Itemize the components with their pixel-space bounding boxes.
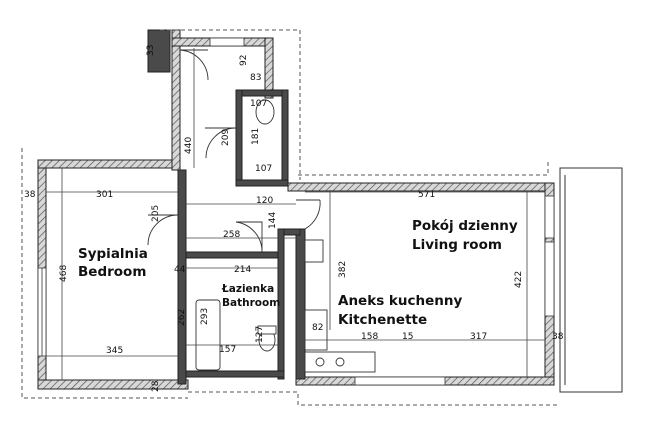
wall-wc-right (281, 89, 289, 187)
dim-258: 258 (223, 230, 240, 240)
window-living-top (544, 195, 555, 239)
window-living-bottom (354, 376, 446, 386)
dim-301: 301 (96, 190, 113, 200)
dim-209: 209 (221, 129, 231, 146)
dim-92: 92 (239, 55, 249, 66)
dash-left (21, 148, 188, 399)
bathroom-label-pl: Łazienka (221, 283, 274, 295)
wall-bedroom-right (177, 169, 187, 385)
dim-107-top: 107 (250, 99, 267, 109)
wall-stub-top-left (147, 29, 171, 73)
kitchen-label-en: Kitchenette (338, 312, 427, 328)
kitchen-label-pl: Aneks kuchenny (338, 293, 463, 309)
dim-571: 571 (418, 190, 435, 200)
door-wc (205, 127, 237, 159)
windows (37, 37, 555, 386)
wall-hall-left (171, 29, 181, 171)
dim-33: 33 (146, 45, 156, 56)
dim-468: 468 (59, 265, 69, 282)
kitchen-fridge (304, 239, 324, 263)
window-hall-top (209, 37, 245, 47)
dim-440: 440 (184, 137, 194, 154)
dim-127: 127 (255, 326, 265, 343)
wall-bath-top (185, 251, 283, 259)
kitchen-sink (315, 357, 325, 367)
wall-piece-hall (283, 228, 301, 236)
dim-262: 262 (177, 309, 187, 326)
dim-214: 214 (234, 265, 251, 275)
bath-toilet-tank (257, 325, 277, 335)
balcony-outline (559, 167, 623, 393)
dim-144: 144 (268, 212, 278, 229)
dim-15: 15 (402, 332, 413, 342)
living-label-en: Living room (412, 237, 502, 253)
wc-toilet (255, 99, 275, 125)
window-living-mid (544, 241, 555, 317)
bathroom-label-en: Bathroom (222, 297, 280, 309)
doors (147, 49, 321, 253)
dim-120: 120 (256, 196, 273, 206)
wall-hall-right-upper (264, 37, 274, 99)
room-labels: Sypialnia Bedroom Pokój dzienny Living r… (78, 218, 518, 328)
bedroom-label-pl: Sypialnia (78, 246, 148, 262)
dim-44: 44 (174, 265, 186, 275)
dimension-texts: 33 92 83 107 181 209 440 107 38 301 571 … (24, 45, 564, 392)
door-living (296, 199, 321, 230)
dim-107-bottom: 107 (255, 164, 272, 174)
dim-382: 382 (338, 261, 348, 278)
dim-317: 317 (470, 332, 487, 342)
dim-38-right: 38 (552, 332, 564, 342)
dim-158: 158 (361, 332, 378, 342)
bedroom-label-en: Bedroom (78, 264, 146, 280)
dim-422: 422 (514, 271, 524, 288)
fixtures (195, 99, 376, 373)
wall-wc-top (235, 89, 289, 97)
wall-bedroom-bottom (37, 379, 189, 390)
dim-345: 345 (106, 346, 123, 356)
kitchen-hob (335, 357, 345, 367)
dim-205: 205 (151, 205, 161, 222)
living-label-pl: Pokój dzienny (412, 218, 518, 234)
wall-kitchen-left (295, 228, 306, 380)
wall-bath-right (277, 228, 285, 380)
door-bedroom (147, 214, 179, 246)
dash-living-top (298, 160, 549, 176)
dim-82: 82 (312, 323, 323, 333)
dim-83: 83 (250, 73, 261, 83)
dash-top (160, 29, 301, 180)
dim-293: 293 (200, 308, 210, 325)
dim-181: 181 (251, 128, 261, 145)
wall-bath-bottom (185, 370, 285, 378)
dim-38-left: 38 (24, 190, 36, 200)
wall-wc-left (235, 89, 243, 187)
dash-bottom (188, 391, 560, 406)
dim-157: 157 (219, 345, 236, 355)
door-bath (235, 221, 263, 253)
dim-28: 28 (151, 380, 161, 392)
wall-wc-bottom (235, 179, 289, 187)
bathtub (195, 299, 221, 371)
dimension-lines (46, 48, 545, 380)
dashed-outlines (21, 29, 623, 406)
wall-bedroom-top (37, 159, 173, 169)
